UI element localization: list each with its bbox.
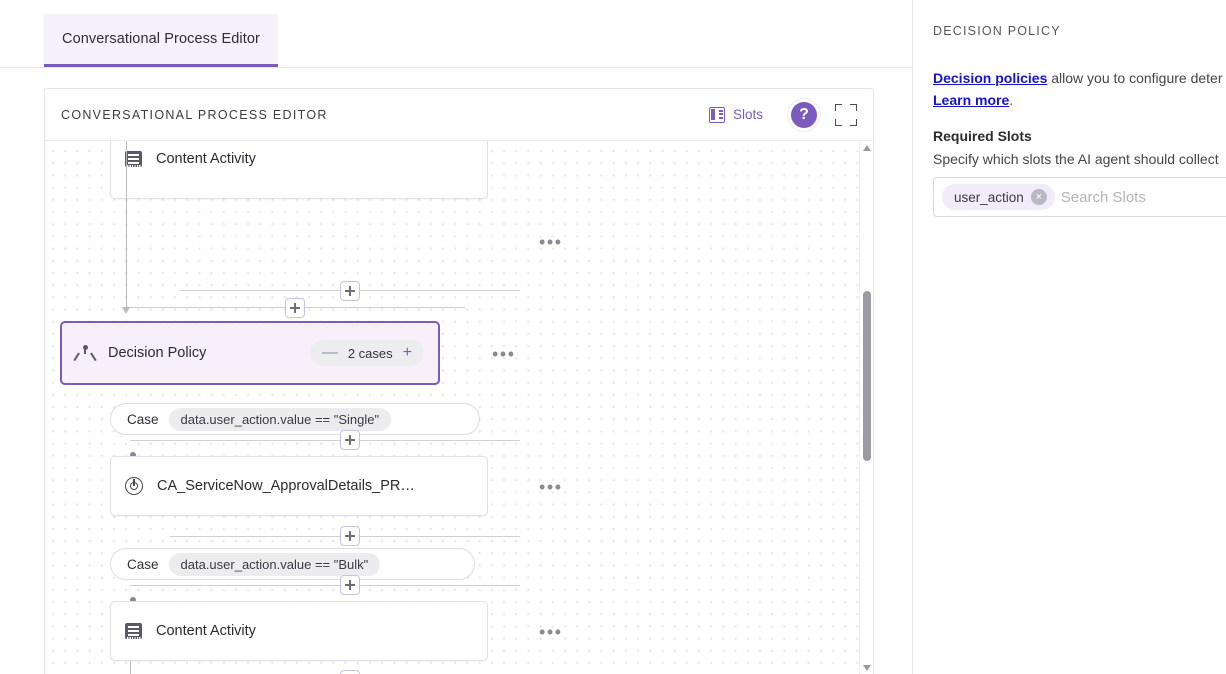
node-decision-policy-selected[interactable]: Decision Policy — 2 cases + bbox=[60, 321, 440, 385]
scroll-up-arrow[interactable] bbox=[863, 145, 871, 151]
process-canvas[interactable]: Content Activity ••• Decision Policy bbox=[45, 141, 873, 674]
decision-policy-panel: DECISION POLICY Decision policies allow … bbox=[913, 0, 1226, 674]
editor-header-actions: Slots ? bbox=[701, 97, 873, 132]
connector-line bbox=[130, 440, 520, 441]
required-slots-heading: Required Slots bbox=[933, 128, 1032, 144]
slots-button-label: Slots bbox=[732, 107, 763, 122]
panel-divider bbox=[912, 0, 913, 674]
slots-button[interactable]: Slots bbox=[701, 101, 771, 129]
cases-stepper[interactable]: — 2 cases + bbox=[309, 340, 424, 366]
slot-chip-user-action[interactable]: user_action × bbox=[942, 184, 1055, 210]
scrollbar-thumb[interactable] bbox=[863, 291, 871, 461]
branch-joint-dot bbox=[130, 452, 136, 458]
content-activity-icon bbox=[125, 151, 142, 167]
connector-vline bbox=[130, 661, 131, 674]
decision-policies-link[interactable]: Decision policies bbox=[933, 70, 1048, 86]
target-activity-icon bbox=[125, 477, 143, 495]
node-label: Decision Policy bbox=[108, 345, 207, 361]
fullscreen-expand-icon[interactable] bbox=[835, 103, 857, 126]
canvas-scrollbar[interactable] bbox=[859, 141, 873, 674]
node-menu-content-activity-top[interactable]: ••• bbox=[539, 232, 563, 252]
add-step-button[interactable] bbox=[340, 670, 360, 674]
slots-panel-icon bbox=[708, 106, 725, 123]
editor-header: CONVERSATIONAL PROCESS EDITOR Slots ? bbox=[45, 89, 873, 141]
content-activity-icon bbox=[125, 623, 142, 639]
add-step-button[interactable] bbox=[285, 298, 305, 318]
cases-count-label: 2 cases bbox=[347, 345, 393, 361]
add-step-button[interactable] bbox=[340, 430, 360, 450]
panel-description-period: . bbox=[1009, 92, 1014, 108]
slot-search-placeholder: Search Slots bbox=[1060, 188, 1146, 206]
tab-label: Conversational Process Editor bbox=[62, 31, 260, 47]
question-mark-icon: ? bbox=[791, 101, 817, 128]
tab-conversational-process-editor[interactable]: Conversational Process Editor bbox=[44, 14, 278, 67]
increment-cases-button[interactable]: + bbox=[402, 344, 412, 361]
node-label: Content Activity bbox=[156, 623, 256, 639]
case-pill-single[interactable]: Case data.user_action.value == "Single" bbox=[110, 403, 480, 435]
scroll-down-arrow[interactable] bbox=[863, 665, 871, 671]
case-expression: data.user_action.value == "Bulk" bbox=[168, 552, 381, 576]
slot-search-input[interactable]: user_action × Search Slots bbox=[933, 177, 1226, 217]
panel-title: DECISION POLICY bbox=[933, 24, 1061, 38]
connector-arrow bbox=[122, 307, 130, 314]
editor-card: CONVERSATIONAL PROCESS EDITOR Slots ? bbox=[44, 88, 874, 674]
help-button[interactable]: ? bbox=[787, 97, 821, 132]
node-label: CA_ServiceNow_ApprovalDetails_PR… bbox=[157, 478, 415, 494]
remove-slot-icon[interactable]: × bbox=[1030, 189, 1047, 205]
node-menu-decision-policy-selected[interactable]: ••• bbox=[492, 344, 516, 364]
add-step-button[interactable] bbox=[340, 281, 360, 301]
case-label: Case bbox=[127, 556, 159, 572]
tab-bar-underline bbox=[0, 67, 912, 68]
connector-line bbox=[130, 585, 520, 586]
node-menu-content-activity-bottom[interactable]: ••• bbox=[539, 622, 563, 642]
add-step-button[interactable] bbox=[340, 526, 360, 546]
case-pill-bulk[interactable]: Case data.user_action.value == "Bulk" bbox=[110, 548, 475, 580]
node-content-activity-bottom[interactable]: Content Activity bbox=[110, 601, 488, 661]
case-expression: data.user_action.value == "Single" bbox=[168, 407, 392, 431]
editor-title: CONVERSATIONAL PROCESS EDITOR bbox=[61, 107, 328, 122]
node-menu-service-now-activity[interactable]: ••• bbox=[539, 477, 563, 497]
tab-bar: Conversational Process Editor bbox=[0, 0, 912, 68]
panel-description: Decision policies allow you to configure… bbox=[933, 67, 1226, 111]
panel-description-text: allow you to configure deter bbox=[1047, 70, 1223, 86]
slot-chip-label: user_action bbox=[954, 189, 1024, 205]
branch-joint-dot bbox=[130, 597, 136, 603]
node-label: Content Activity bbox=[156, 151, 256, 167]
editor-region: Conversational Process Editor CONVERSATI… bbox=[0, 0, 912, 674]
case-label: Case bbox=[127, 411, 159, 427]
learn-more-link[interactable]: Learn more bbox=[933, 92, 1010, 108]
node-content-activity-top[interactable]: Content Activity bbox=[110, 141, 488, 199]
decrement-cases-button[interactable]: — bbox=[321, 344, 338, 361]
decision-fork-icon bbox=[73, 344, 97, 362]
node-service-now-activity[interactable]: CA_ServiceNow_ApprovalDetails_PR… bbox=[110, 456, 488, 516]
required-slots-subtext: Specify which slots the AI agent should … bbox=[933, 151, 1219, 167]
connector-vline bbox=[126, 141, 127, 309]
add-step-button[interactable] bbox=[340, 575, 360, 595]
